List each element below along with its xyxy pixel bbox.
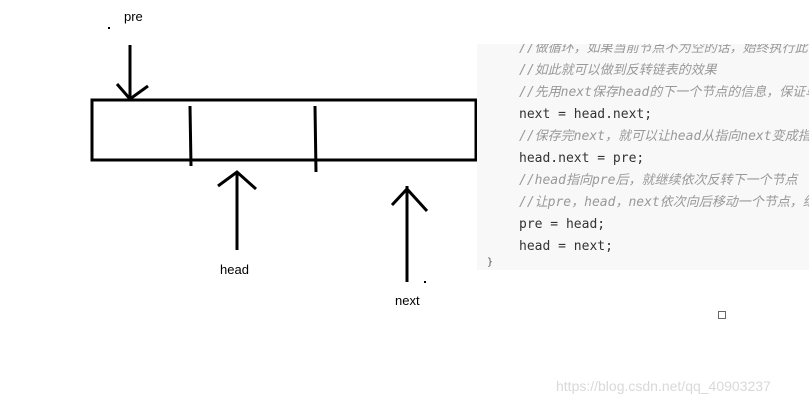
pre-arrow	[115, 45, 149, 102]
code-line: //head指向pre后，就继续依次反转下一个节点	[519, 173, 798, 188]
head-arrow	[217, 170, 258, 250]
node-divider-1	[188, 105, 193, 167]
resize-icon	[718, 311, 726, 319]
code-line: //如此就可以做到反转链表的效果	[519, 63, 717, 78]
pre-label: pre	[124, 9, 143, 24]
head-label: head	[220, 262, 249, 277]
code-line: next = head.next;	[519, 107, 653, 122]
code-line: //先用next保存head的下一个节点的信息，保证单链表不会因为	[519, 85, 809, 100]
stray-dot	[108, 27, 110, 29]
closing-brace: }	[487, 257, 494, 268]
linked-list-box	[90, 98, 478, 162]
next-label: next	[395, 293, 420, 308]
code-line: pre = head;	[519, 217, 606, 232]
watermark: https://blog.csdn.net/qq_40903237	[556, 378, 771, 394]
code-snippet: //做循环，如果当前节点不为空的话，始终执行此循环 //如此就可以做到反转链表的…	[477, 44, 809, 270]
next-arrow	[390, 186, 429, 282]
node-divider-2	[313, 105, 318, 173]
code-line: //保存完next，就可以让head从指向next变成指向pre了	[519, 129, 809, 144]
code-line: head.next = pre;	[519, 151, 645, 166]
code-line: head = next;	[519, 239, 613, 254]
code-line: //让pre，head，next依次向后移动一个节点，继续下一次	[519, 195, 809, 210]
stray-dot	[424, 281, 426, 283]
code-line: //做循环，如果当前节点不为空的话，始终执行此循环	[519, 44, 809, 56]
